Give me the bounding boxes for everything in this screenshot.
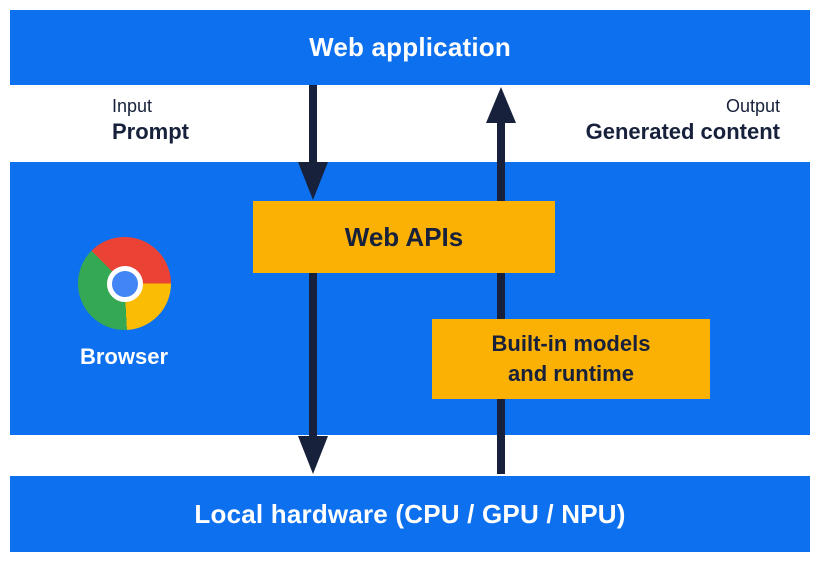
output-value: Generated content — [585, 119, 780, 144]
input-label-group: Input Prompt — [112, 94, 189, 146]
output-label-group: Output Generated content — [586, 94, 780, 146]
web-apis-box: Web APIs — [253, 201, 555, 273]
builtin-models-box: Built-in models and runtime — [432, 319, 710, 399]
web-application-band: Web application — [10, 10, 810, 85]
prompt-arrow-shaft-bottom — [309, 273, 317, 439]
generated-content-arrowhead-icon — [486, 87, 516, 123]
prompt-arrowhead-bottom-icon — [298, 436, 328, 474]
local-hardware-label: Local hardware (CPU / GPU / NPU) — [194, 498, 626, 529]
prompt-arrow-shaft-top — [309, 85, 317, 166]
input-title: Input — [112, 96, 153, 116]
chrome-logo-center — [106, 265, 143, 302]
input-value: Prompt — [112, 119, 189, 144]
generated-content-arrow-shaft — [497, 119, 505, 474]
prompt-arrowhead-mid-icon — [298, 162, 328, 200]
builtin-models-label-line2: and runtime — [508, 361, 634, 386]
chrome-logo-icon — [78, 237, 171, 330]
builtin-models-label-line1: Built-in models — [491, 331, 651, 356]
local-hardware-band: Local hardware (CPU / GPU / NPU) — [10, 476, 810, 552]
browser-label: Browser — [79, 344, 169, 369]
output-title: Output — [725, 96, 780, 116]
web-apis-label: Web APIs — [344, 221, 464, 252]
web-application-label: Web application — [309, 32, 511, 62]
